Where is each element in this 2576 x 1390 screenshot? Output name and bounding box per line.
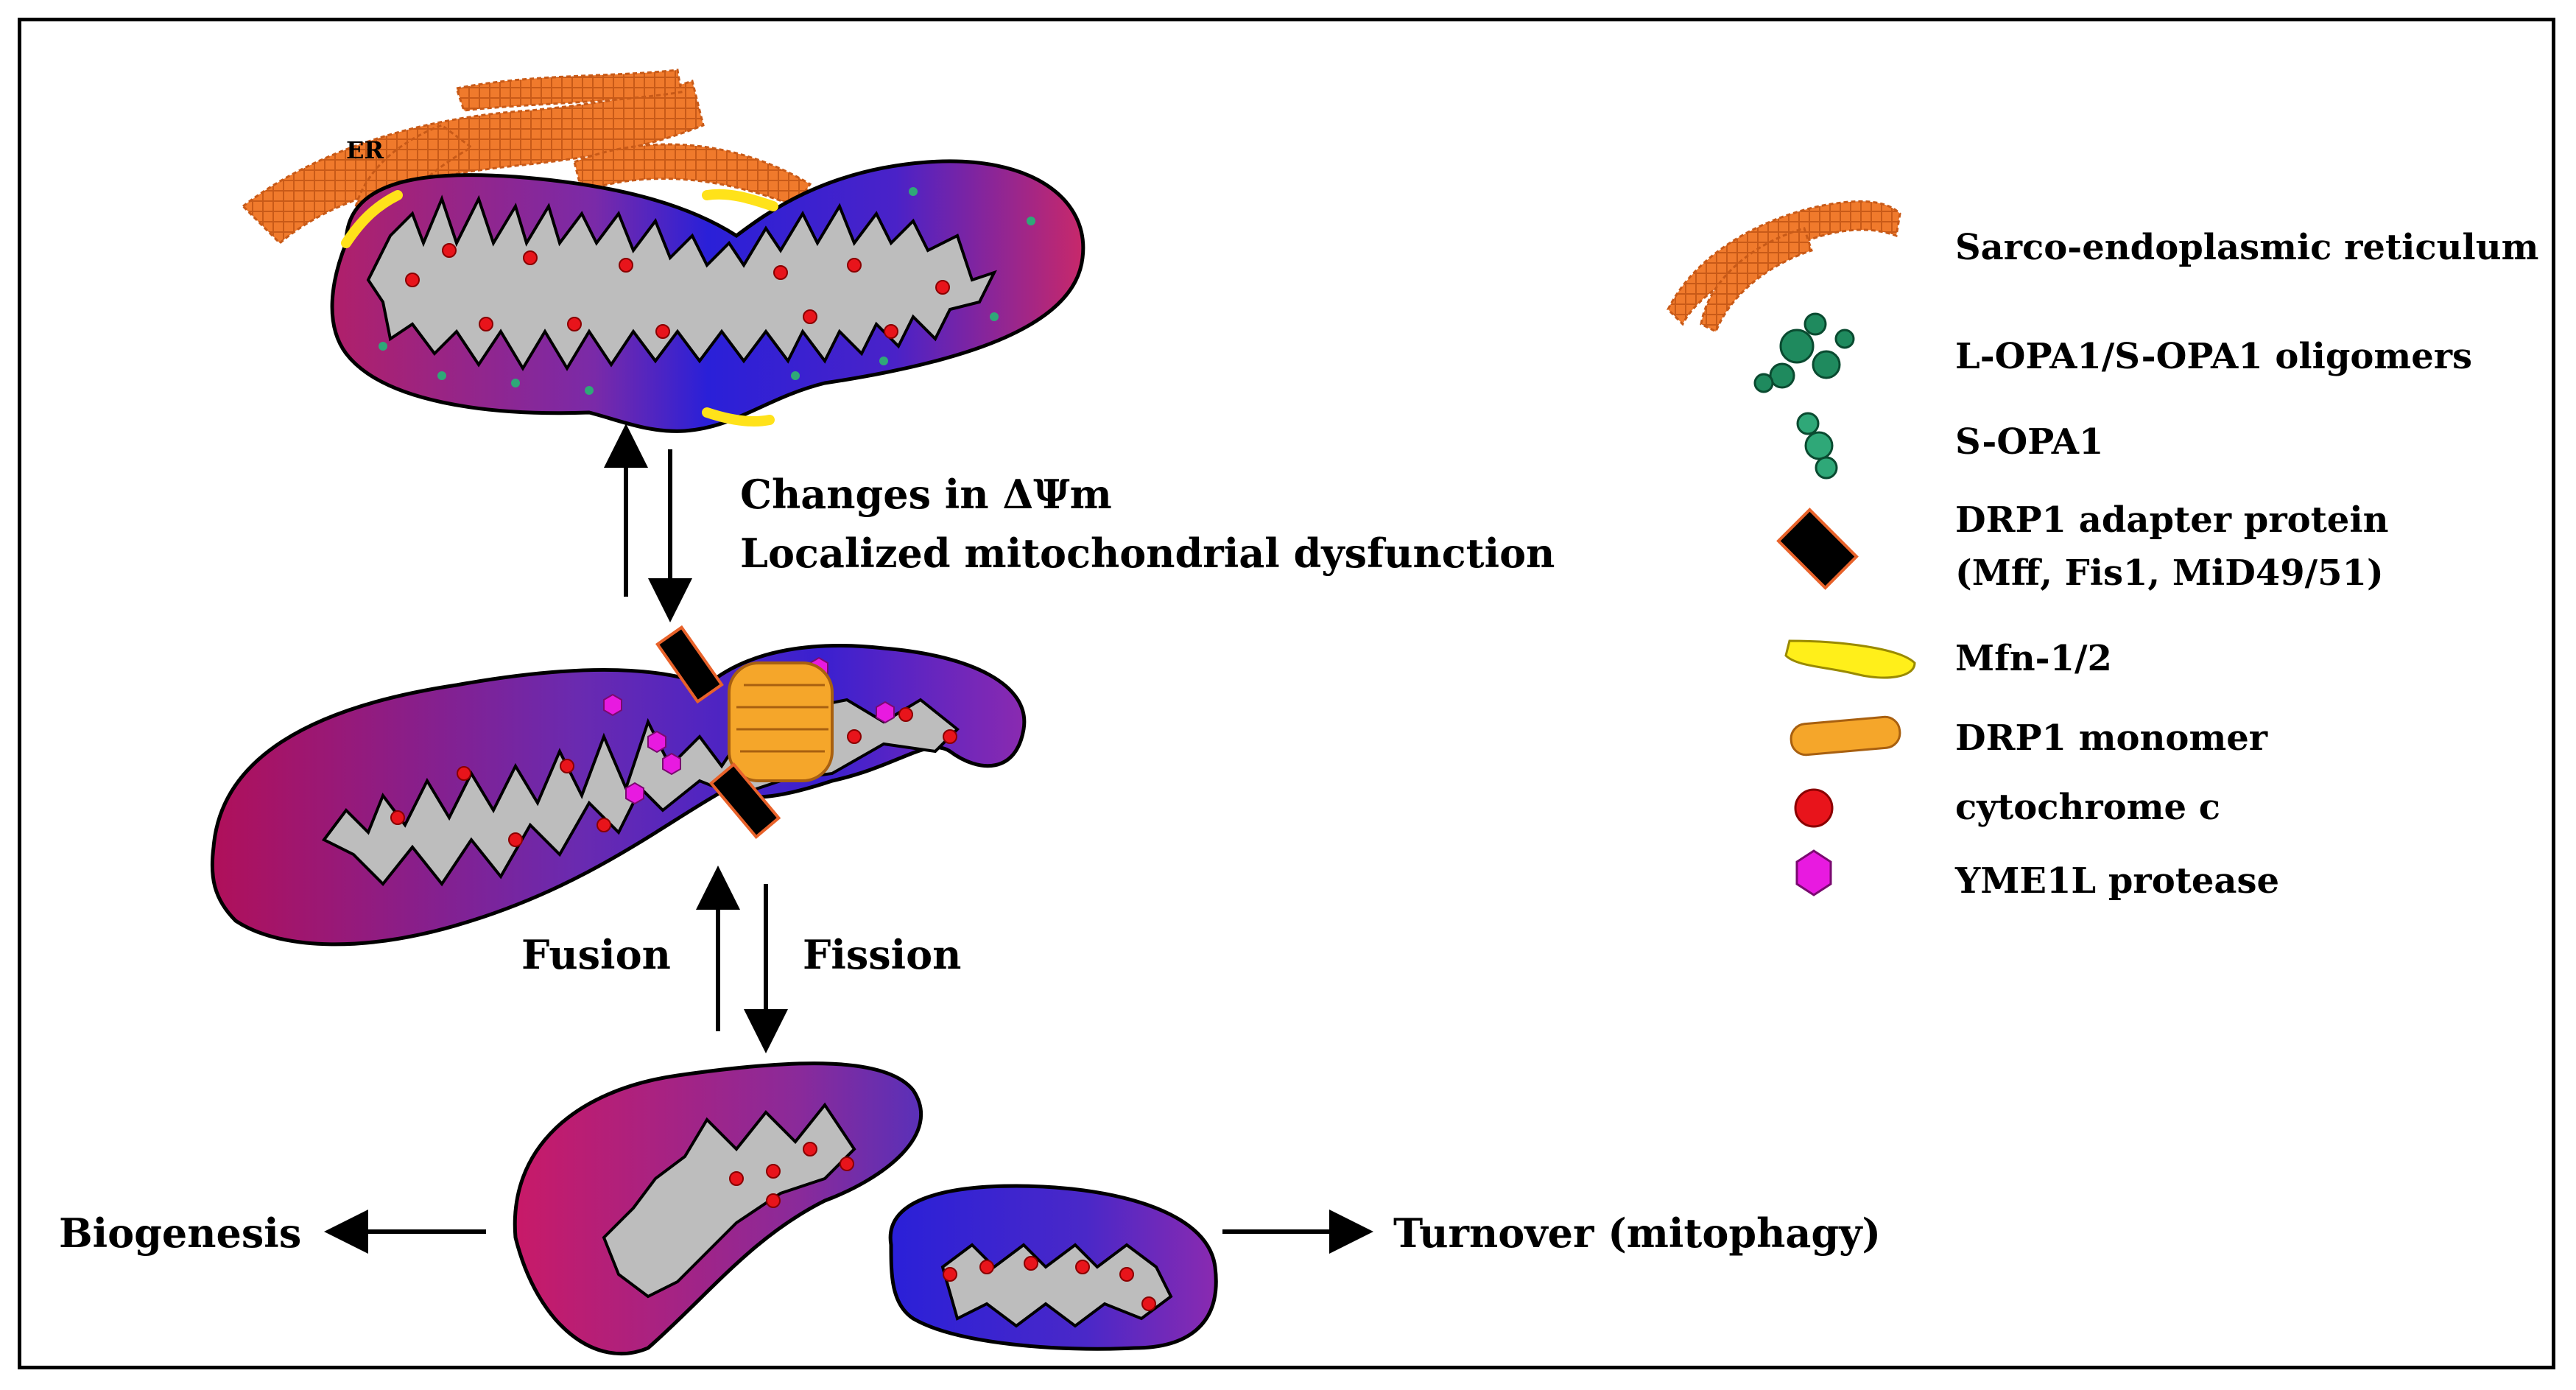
legend-label-opa1-oligomers: L-OPA1/S-OPA1 oligomers <box>1955 336 2472 377</box>
legend-label-yme1l: YME1L protease <box>1954 860 2279 902</box>
mitochondrion-bottom-left <box>513 1061 923 1356</box>
cytochrome-c-dots-top <box>405 243 950 339</box>
mitochondrion-top <box>330 159 1085 433</box>
legend-label-mfn: Mfn-1/2 <box>1955 638 2112 679</box>
legend: Sarco-endoplasmic reticulum L-OPA1/S-OPA… <box>1667 200 2538 902</box>
legend-label-cytochrome-c: cytochrome c <box>1955 787 2220 828</box>
legend-cytochrome-c-icon <box>1794 788 1834 828</box>
legend-drp1-adapter-icon <box>1776 508 1859 590</box>
biogenesis-label: Biogenesis <box>59 1210 301 1257</box>
legend-s-opa1-icon <box>1796 412 1838 480</box>
fission-label: Fission <box>803 931 961 978</box>
mitochondrion-middle <box>210 625 1027 947</box>
legend-label-er: Sarco-endoplasmic reticulum <box>1955 227 2538 268</box>
s-opa1-dots-top <box>379 187 1035 395</box>
er-label: ER <box>346 136 384 164</box>
matrix-top <box>366 194 997 371</box>
changes-label: Changes in ΔΨm <box>740 471 1112 518</box>
turnover-label: Turnover (mitophagy) <box>1393 1210 1881 1257</box>
fusion-label: Fusion <box>521 931 671 978</box>
legend-opa1-oligomer-icon <box>1753 312 1855 393</box>
legend-label-drp1-adapter-list: (Mff, Fis1, MiD49/51) <box>1955 552 2384 594</box>
cytochrome-c-dots-middle <box>390 707 957 847</box>
legend-er-icon <box>1667 200 1901 334</box>
legend-label-drp1-adapter: DRP1 adapter protein <box>1955 499 2388 541</box>
drp1-ring <box>728 661 834 782</box>
legend-label-s-opa1: S-OPA1 <box>1955 421 2103 463</box>
legend-label-drp1-monomer: DRP1 monomer <box>1955 717 2268 759</box>
legend-mfn-icon <box>1784 639 1916 679</box>
figure-frame <box>18 18 2555 1369</box>
mitochondrion-bottom-right <box>888 1184 1218 1351</box>
drp1-adapters-middle <box>655 625 781 839</box>
legend-drp1-monomer-icon <box>1790 715 1901 757</box>
dysfunction-label: Localized mitochondrial dysfunction <box>740 530 1555 577</box>
legend-yme1l-icon <box>1795 849 1832 896</box>
